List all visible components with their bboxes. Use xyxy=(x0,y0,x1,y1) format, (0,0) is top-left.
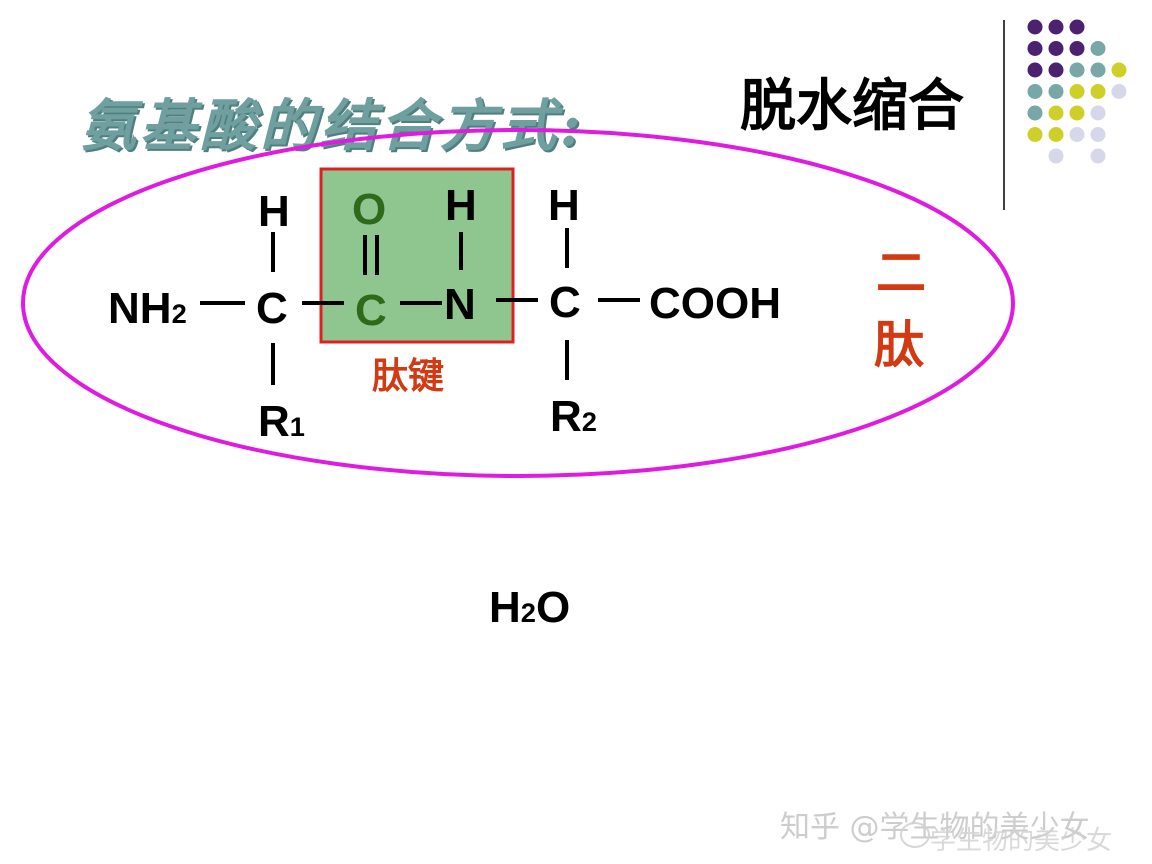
group-r2: R2 xyxy=(550,395,597,439)
atom-c1: C xyxy=(256,284,288,333)
peptide-bond-box xyxy=(319,167,515,344)
weibo-logo-icon xyxy=(900,822,930,848)
r2-text: R xyxy=(550,392,582,441)
water-o: O xyxy=(535,583,571,632)
water-h: H xyxy=(489,583,521,632)
atom-c2: C xyxy=(355,286,387,335)
r1-subscript: 1 xyxy=(289,411,305,442)
nh2-subscript: 2 xyxy=(171,298,187,329)
dipeptide-ellipse xyxy=(21,128,1015,478)
decorative-dot xyxy=(1069,62,1085,78)
group-nh2: NH2 xyxy=(108,287,187,331)
atom-o: O xyxy=(352,185,387,234)
decorative-dot xyxy=(1090,84,1106,99)
atom-c3: C xyxy=(549,278,581,327)
decorative-dot xyxy=(1111,84,1127,99)
r2-subscript: 2 xyxy=(581,406,597,437)
label-peptide-bond: 肽键 xyxy=(372,355,445,397)
decorative-dot xyxy=(1048,148,1064,164)
watermark-line-1: 知乎 @学生物的美少女 xyxy=(780,810,1090,845)
decorative-dot xyxy=(1090,148,1106,164)
nh2-text: NH xyxy=(108,284,172,333)
decorative-dot xyxy=(1048,41,1064,56)
decorative-dot xyxy=(1027,127,1043,142)
atom-h-mid: H xyxy=(445,181,477,230)
decorative-dot xyxy=(1069,19,1085,35)
decorative-dot xyxy=(1069,105,1085,121)
decorative-dot-grid xyxy=(1003,19,1127,210)
label-dipeptide-char-2: 肽 xyxy=(874,315,924,374)
decorative-dot xyxy=(1048,127,1064,142)
decorative-dot xyxy=(1048,19,1064,35)
water-molecule: H2O xyxy=(489,586,570,630)
decorative-dot xyxy=(1069,127,1085,142)
decorative-dot xyxy=(1027,41,1043,56)
decorative-dot xyxy=(1069,41,1085,56)
decorative-dot xyxy=(1090,62,1106,78)
water-subscript: 2 xyxy=(520,597,536,628)
watermark-line-2: 学生物的美少女 xyxy=(930,826,1113,856)
atom-h-right: H xyxy=(548,181,580,230)
decorative-dot xyxy=(1027,62,1043,78)
decorative-dot xyxy=(1027,19,1043,35)
decorative-dot xyxy=(1027,84,1043,99)
atom-n: N xyxy=(444,280,476,329)
group-cooh: COOH xyxy=(649,279,781,328)
r1-text: R xyxy=(258,397,290,446)
decorative-dot xyxy=(1048,105,1064,121)
decorative-dot xyxy=(1048,62,1064,78)
decorative-dot xyxy=(1048,84,1064,99)
decorative-dot xyxy=(1090,127,1106,142)
subtitle-dehydration-condensation: 脱水缩合 xyxy=(740,73,964,139)
atom-h-left: H xyxy=(258,187,290,236)
label-dipeptide-char-1: 二 xyxy=(876,243,926,302)
decorative-dot xyxy=(1111,62,1127,78)
decorative-dot xyxy=(1027,105,1043,121)
decorative-dot xyxy=(1090,105,1106,121)
decorative-dot xyxy=(1069,84,1085,99)
group-r1: R1 xyxy=(258,400,305,444)
decorative-dot xyxy=(1090,41,1106,56)
